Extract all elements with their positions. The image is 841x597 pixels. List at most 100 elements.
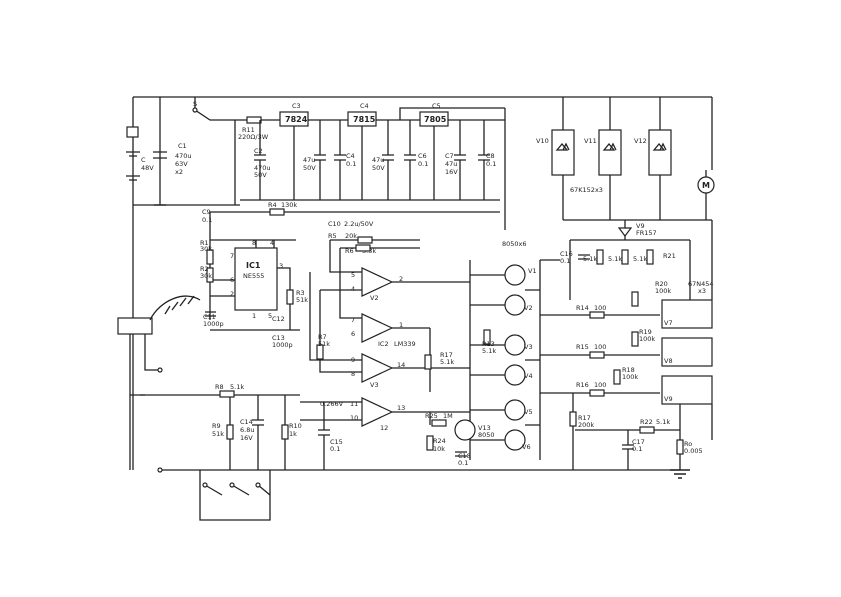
r8-label: R8: [215, 383, 224, 391]
ic1-pin5: 5: [268, 312, 272, 320]
r22-value: 5.1k: [656, 418, 670, 426]
switch-label: S: [193, 100, 197, 108]
ic1-pin1: 1: [252, 312, 256, 320]
op3-pin8: 8: [351, 370, 355, 378]
ic1-pin4: 4: [270, 239, 274, 247]
c14-voltage: 16V: [240, 434, 253, 442]
op4-pin12: 12: [380, 424, 388, 432]
op3-pin14: 14: [397, 361, 405, 369]
c7-value: 47u: [445, 160, 457, 168]
op1-pin5: 5: [351, 271, 355, 279]
ic2-type: LM339: [394, 340, 416, 348]
r17-value: 5.1k: [440, 358, 454, 366]
op1-pin4: 4: [351, 285, 355, 293]
c4-value: 0.1: [346, 160, 356, 168]
c12-label: C12: [272, 315, 285, 323]
c8-label: C8: [486, 152, 495, 160]
c17-value: 0.1: [632, 445, 642, 453]
ic3-label: C3: [292, 102, 301, 110]
c18-value: 0.1: [458, 459, 468, 467]
r15-label: R15: [576, 343, 589, 351]
bootstrap-network: V9 FR157 C16 0.1 5.1k 5.1k 5.1k R21: [560, 220, 691, 300]
ic2-label: IC2: [378, 340, 389, 348]
c16-label: C16: [560, 250, 573, 258]
c15-label: C15: [330, 438, 343, 446]
v8-label: V8: [664, 357, 673, 365]
v2-label: V2: [524, 304, 533, 312]
ic3-type: 7824: [285, 115, 308, 124]
ic5-label: C5: [432, 102, 441, 110]
r-5k1-b: 5.1k: [608, 255, 622, 263]
v7-label: V7: [664, 319, 673, 327]
motor: M: [697, 170, 715, 220]
r20-value: 100k: [655, 287, 671, 295]
motor-label: M: [702, 181, 710, 190]
mosfet-bridge: R14 100 R15 100 R16 100 R20 100k R19 100…: [540, 220, 714, 440]
r9-label: R9: [212, 422, 221, 430]
r10-label: R10: [289, 422, 302, 430]
r11-label: R11: [242, 126, 255, 134]
r1-label: R1: [200, 239, 209, 247]
v1-label: V1: [528, 267, 537, 275]
c3b-voltage: 50V: [303, 164, 316, 172]
v10-label: V10: [536, 137, 549, 145]
regulator-7815: 7815 C4: [347, 102, 377, 127]
r25-label: R25: [425, 412, 438, 420]
c13-label: C13: [272, 334, 285, 342]
ic5-type: 7805: [424, 115, 447, 124]
c1-label: C1: [178, 142, 187, 150]
ic1-pin7: 7: [230, 252, 234, 260]
c18-label: C18: [458, 452, 471, 460]
op2-pin1: 1: [399, 321, 403, 329]
op4-pin11: 11: [350, 400, 358, 408]
r8-value: 5.1k: [230, 383, 244, 391]
r4-label: R4: [268, 201, 277, 209]
op1-label: V2: [370, 294, 379, 302]
capacitor-c1: 470u 63V x2 C1: [153, 142, 192, 206]
r10-value: 1k: [289, 430, 297, 438]
c16-value: 0.1: [560, 257, 570, 265]
resistor-r11: R11 220Ω/3W: [238, 116, 269, 141]
r24-value: 10k: [433, 445, 445, 453]
r25-value: 1M: [443, 412, 453, 420]
ref-voltage: 0.266V: [320, 400, 344, 408]
r13-value: 5.1k: [482, 347, 496, 355]
ic4-label: C4: [360, 102, 369, 110]
r11-value: 220Ω/3W: [238, 133, 269, 141]
r19-label: R19: [639, 328, 652, 336]
r7-label: R7: [318, 333, 327, 341]
v13-type: 8050: [478, 431, 495, 439]
filter-caps: C2 470u 50V 47u 50V C4 0.1 47u 50V C6 0.…: [254, 120, 496, 200]
mos-type: 67N454: [688, 280, 714, 288]
c13-value: 1000p: [272, 341, 293, 349]
op2-pin7: 7: [351, 316, 355, 324]
c2-value: 470u: [254, 164, 271, 172]
c6-value: 0.1: [418, 160, 428, 168]
v5-label: V5: [524, 408, 533, 416]
c5-value: 47u: [372, 156, 384, 164]
c2-label: C2: [254, 147, 263, 155]
c10-value: 2.2u/50V: [344, 220, 374, 228]
v13-label: V13: [478, 424, 491, 432]
r2-label: R2: [200, 265, 209, 273]
r5-value: 20k: [345, 232, 357, 240]
r3-value: 51k: [296, 296, 308, 304]
brake-switches: [199, 470, 271, 521]
r2-value: 30k: [200, 272, 212, 280]
ne555-timer: IC1 NE555 7 8 4 3 6 2 1 5 R1 30k R2 30k …: [200, 239, 308, 349]
driver-type: 8050x6: [502, 240, 527, 248]
r14-value: 100: [594, 304, 606, 312]
regulator-7824: 7824 C3: [279, 102, 309, 127]
r24-label: R24: [433, 437, 446, 445]
battery-48v: C 48V: [126, 126, 154, 181]
c3b-value: 47u: [303, 156, 315, 164]
ic1-pin3: 3: [279, 262, 283, 270]
c9-value: 0.1: [202, 216, 212, 224]
ic1-pin8: 8: [252, 239, 256, 247]
c7-label: C7: [445, 152, 454, 160]
op3-label: V3: [370, 381, 379, 389]
ic1-type: NE555: [243, 272, 264, 280]
v9-mos-label: V9: [664, 395, 673, 403]
r-5k1-c: 5.1k: [633, 255, 647, 263]
diode-type: 67K152x3: [570, 186, 603, 194]
